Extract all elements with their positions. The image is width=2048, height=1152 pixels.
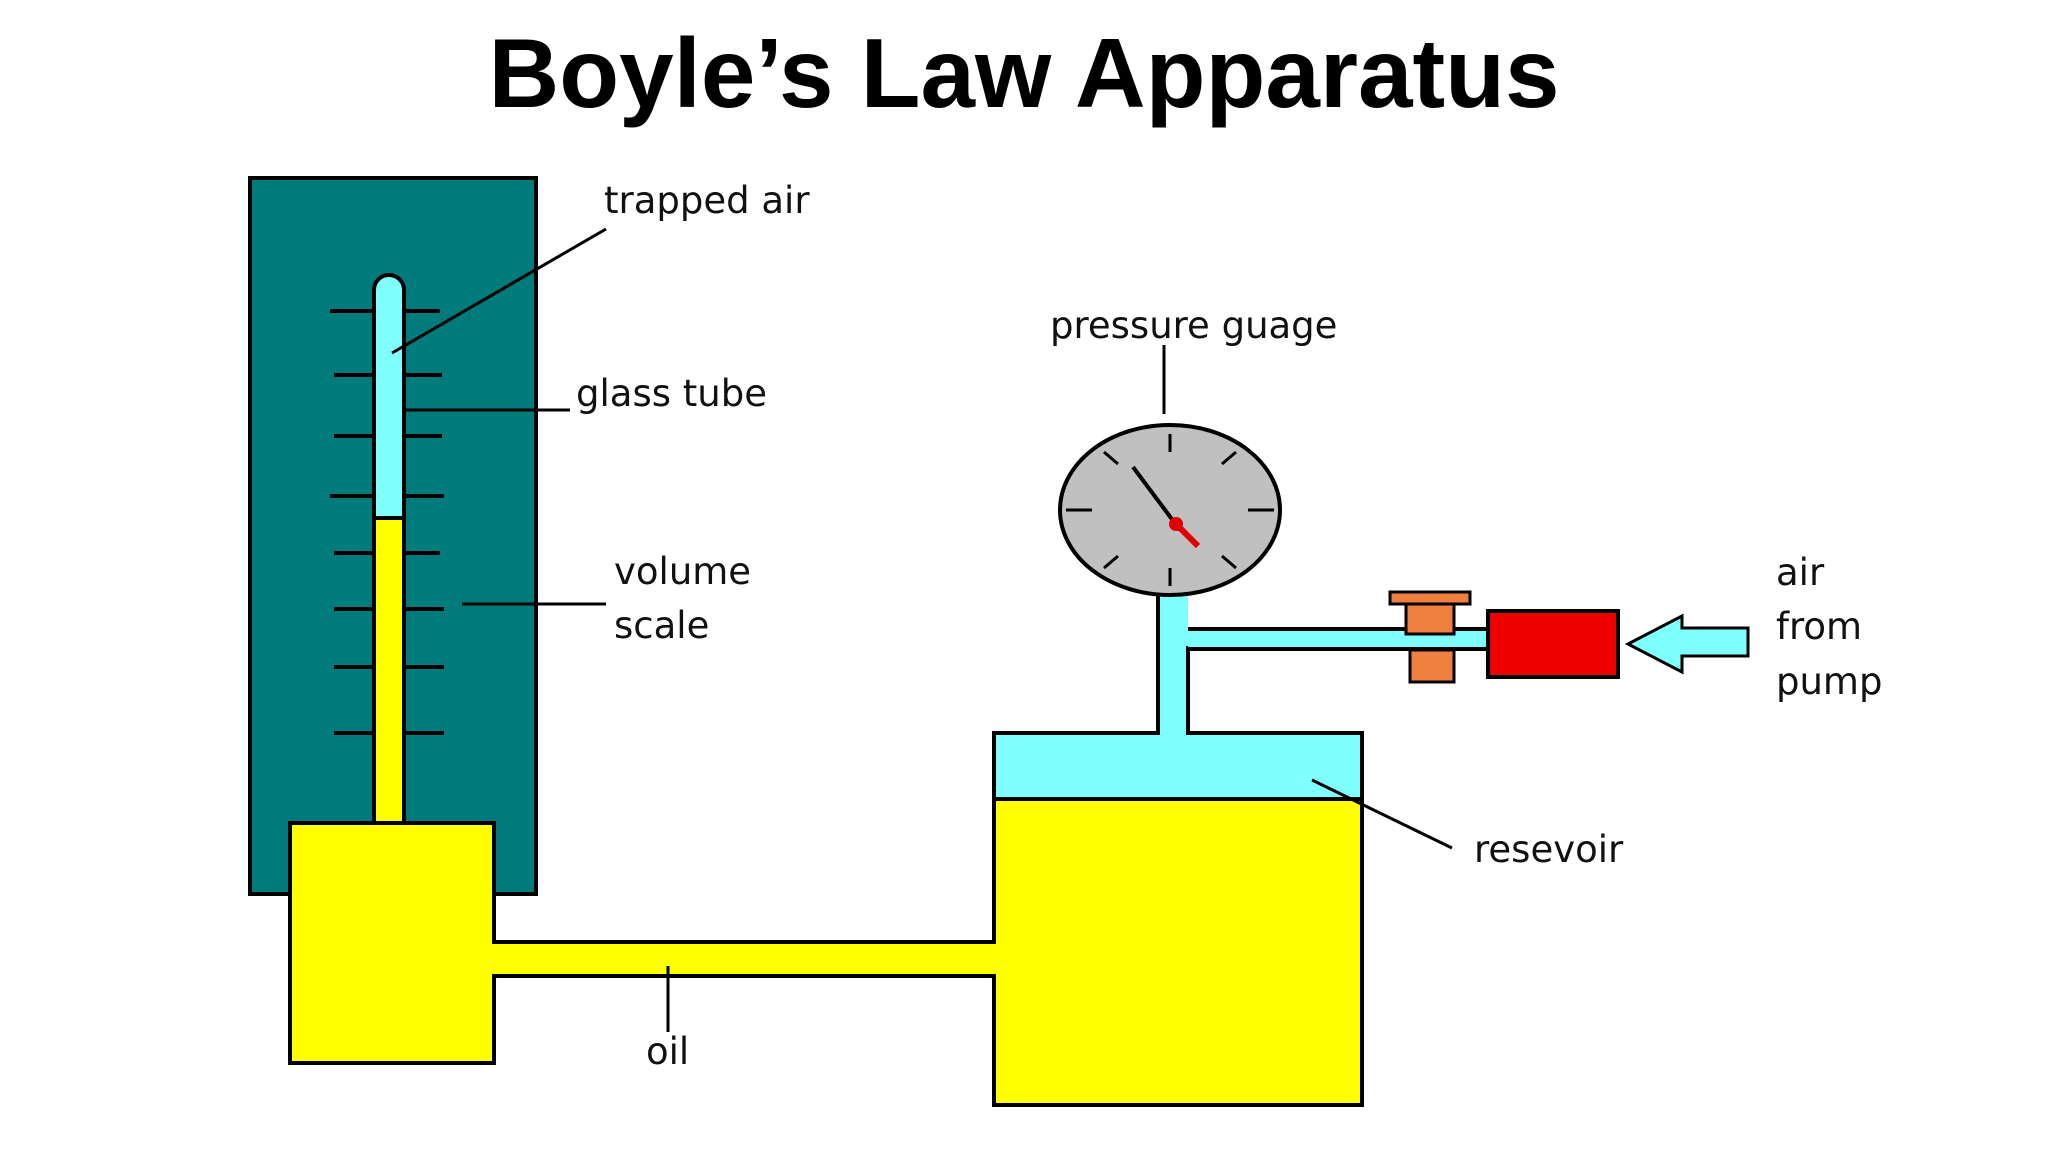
valve bbox=[1388, 590, 1472, 684]
label-trapped-air: trapped air bbox=[604, 179, 810, 222]
label-volume-scale-2: scale bbox=[614, 604, 709, 647]
slide-title: Boyle’s Law Apparatus bbox=[488, 18, 1560, 128]
leader-trapped-air bbox=[391, 227, 607, 355]
leader-reservoir bbox=[1311, 778, 1453, 850]
reservoir-air-space bbox=[994, 733, 1362, 799]
trapped-air-column bbox=[372, 273, 406, 520]
label-volume-scale-1: volume bbox=[614, 550, 751, 593]
label-glass-tube: glass tube bbox=[576, 372, 767, 415]
label-air-from-pump-1: air bbox=[1776, 551, 1825, 594]
glass-tube-oil bbox=[374, 518, 404, 830]
label-pressure-gauge: pressure guage bbox=[1050, 304, 1337, 347]
reservoir-oil bbox=[994, 799, 1362, 1105]
volume-scale-ticks bbox=[330, 309, 444, 735]
label-air-from-pump-3: pump bbox=[1776, 660, 1882, 703]
gauge-pipe bbox=[1158, 596, 1188, 735]
oil-chamber bbox=[288, 821, 496, 1065]
label-air-from-pump-2: from bbox=[1776, 605, 1862, 648]
oil-pipe bbox=[492, 942, 994, 976]
label-oil: oil bbox=[646, 1030, 689, 1073]
air-inflow-arrow bbox=[1624, 613, 1750, 675]
label-reservoir: resevoir bbox=[1474, 828, 1624, 871]
pump-connector bbox=[1486, 609, 1620, 679]
pressure-gauge bbox=[1058, 423, 1282, 597]
